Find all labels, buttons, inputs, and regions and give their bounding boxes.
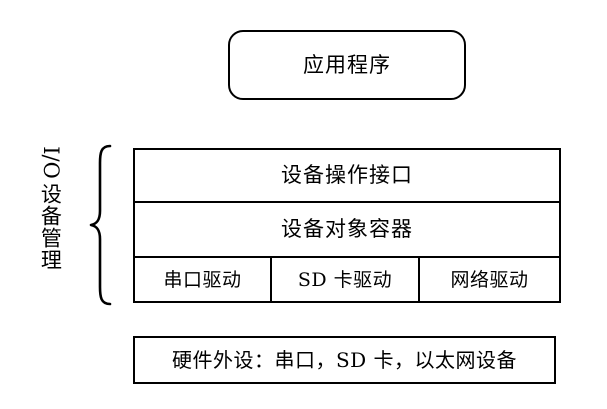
driver-row: 串口驱动 SD 卡驱动 网络驱动 <box>135 258 559 303</box>
sdcard-driver-label: SD 卡驱动 <box>297 269 393 291</box>
io-device-management-label: I/O 设备管理 <box>30 140 70 310</box>
io-label: I/O <box>38 146 63 179</box>
hardware-peripherals-box: 硬件外设：串口，SD 卡，以太网设备 <box>133 336 556 384</box>
curly-brace-icon <box>88 143 114 307</box>
serial-driver-label: 串口驱动 <box>163 269 242 291</box>
device-management-label: 设备管理 <box>38 183 63 271</box>
network-driver-label: 网络驱动 <box>450 269 529 291</box>
device-object-container-row: 设备对象容器 <box>135 203 559 258</box>
driver-cell-serial: 串口驱动 <box>135 258 272 303</box>
application-program-box: 应用程序 <box>228 30 466 100</box>
application-program-label: 应用程序 <box>303 52 391 77</box>
hardware-peripherals-label: 硬件外设：串口，SD 卡，以太网设备 <box>171 348 518 372</box>
driver-cell-network: 网络驱动 <box>420 258 559 303</box>
device-operation-interface-label: 设备操作接口 <box>281 163 413 187</box>
driver-cell-sdcard: SD 卡驱动 <box>272 258 420 303</box>
io-stack: 设备操作接口 设备对象容器 串口驱动 SD 卡驱动 网络驱动 <box>133 148 561 303</box>
device-operation-interface-row: 设备操作接口 <box>135 150 559 203</box>
device-object-container-label: 设备对象容器 <box>281 217 413 241</box>
